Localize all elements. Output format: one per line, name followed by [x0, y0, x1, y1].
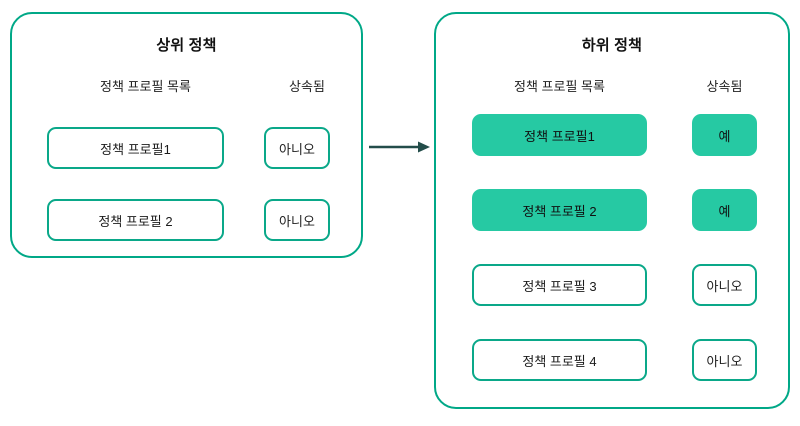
table-row: 정책 프로필 2 예 [436, 189, 788, 231]
parent-inherited-badge-2[interactable]: 아니오 [264, 199, 330, 241]
parent-column-header-profiles: 정책 프로필 목록 [100, 79, 191, 94]
child-inherited-badge-3[interactable]: 아니오 [692, 264, 757, 306]
table-row: 정책 프로필1 아니오 [12, 127, 361, 169]
parent-column-header-inherited: 상속됨 [289, 79, 325, 94]
inheritance-arrow [368, 136, 432, 158]
table-row: 정책 프로필 4 아니오 [436, 339, 788, 381]
table-row: 정책 프로필1 예 [436, 114, 788, 156]
child-policy-panel: 하위 정책 정책 프로필 목록 상속됨 정책 프로필1 예 정책 프로필 2 예… [434, 12, 790, 409]
child-policy-profile-4[interactable]: 정책 프로필 4 [472, 339, 647, 381]
child-column-header-profiles: 정책 프로필 목록 [514, 79, 605, 94]
table-row: 정책 프로필 2 아니오 [12, 199, 361, 241]
table-row: 정책 프로필 3 아니오 [436, 264, 788, 306]
child-inherited-badge-1[interactable]: 예 [692, 114, 757, 156]
parent-policy-profile-1[interactable]: 정책 프로필1 [47, 127, 224, 169]
parent-inherited-badge-1[interactable]: 아니오 [264, 127, 330, 169]
child-inherited-badge-4[interactable]: 아니오 [692, 339, 757, 381]
child-policy-profile-2[interactable]: 정책 프로필 2 [472, 189, 647, 231]
parent-policy-profile-2[interactable]: 정책 프로필 2 [47, 199, 224, 241]
parent-policy-panel: 상위 정책 정책 프로필 목록 상속됨 정책 프로필1 아니오 정책 프로필 2… [10, 12, 363, 258]
child-policy-profile-1[interactable]: 정책 프로필1 [472, 114, 647, 156]
parent-policy-title: 상위 정책 [156, 37, 217, 54]
child-inherited-badge-2[interactable]: 예 [692, 189, 757, 231]
arrow-right-icon [369, 141, 430, 153]
child-column-header-inherited: 상속됨 [706, 79, 743, 94]
child-policy-profile-3[interactable]: 정책 프로필 3 [472, 264, 647, 306]
child-policy-title: 하위 정책 [581, 37, 643, 54]
